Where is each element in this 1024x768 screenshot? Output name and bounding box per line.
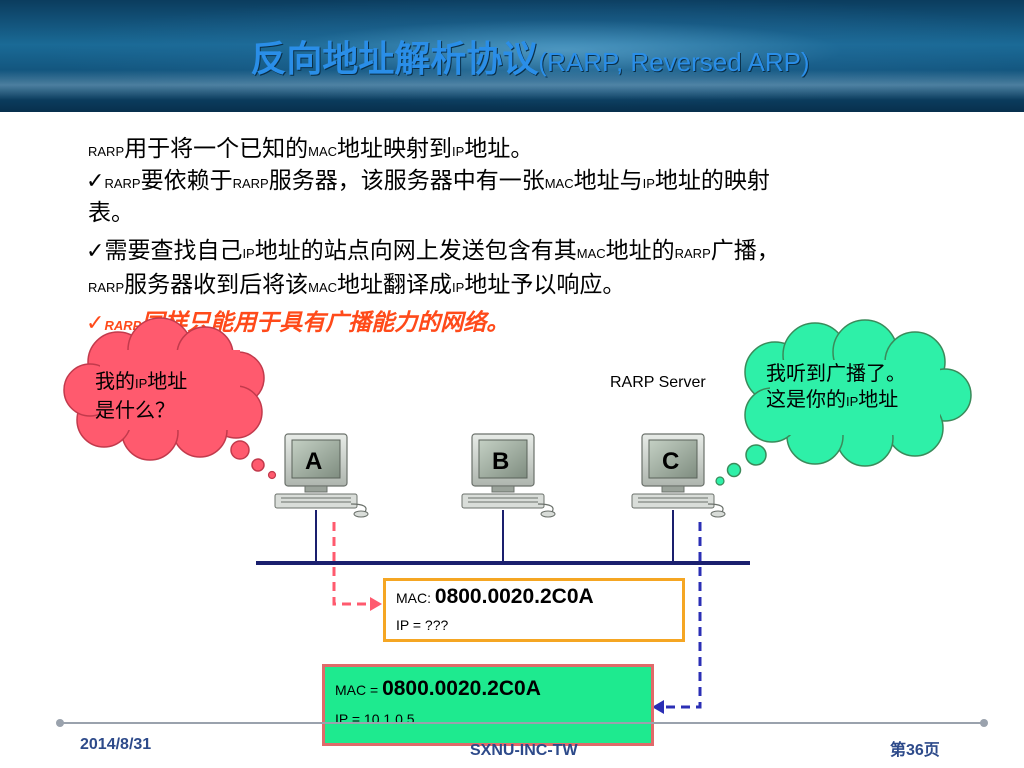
footer-page-number: 第36页 — [890, 742, 940, 759]
footer-divider — [60, 722, 984, 724]
check-icon: ✓ — [86, 169, 105, 194]
text: 地址的 — [605, 238, 675, 264]
request-mac-line: MAC: 0800.0020.2C0A — [396, 585, 594, 609]
slide-title: 反向地址解析协议(RARP, Reversed ARP) — [0, 30, 1024, 82]
computer-b-icon — [461, 433, 556, 518]
text: 我听到广播了。 — [766, 361, 906, 385]
mac-value: 0800.0020.2C0A — [382, 677, 541, 700]
header-light-streak — [0, 70, 1024, 100]
text: 需要查找自己 — [104, 238, 243, 264]
text-rarp: RARP — [104, 318, 142, 333]
text: 地址 — [858, 387, 899, 411]
footer-dot — [56, 719, 64, 727]
text: 要依赖于 — [140, 168, 233, 194]
text-ip: IP — [642, 176, 655, 191]
thought-dot — [267, 470, 277, 480]
text-mac: MAC — [544, 176, 574, 191]
text-rarp: RARP — [232, 176, 269, 191]
text: 地址的站点向网上发送包含有其 — [254, 238, 577, 264]
check-icon: ✓ — [86, 311, 105, 336]
host-label-b: B — [492, 448, 510, 475]
text-ip: IP — [846, 394, 859, 409]
host-label-a: A — [305, 448, 323, 475]
text: 地址的映射 — [654, 168, 770, 194]
reply-arrow — [652, 522, 702, 714]
bubble-left-text: 我的IP地址 是什么？ — [95, 368, 187, 423]
host-label-c: C — [662, 448, 680, 475]
request-ip-line: IP = ??? — [396, 617, 449, 633]
footer-dot — [980, 719, 988, 727]
text-rarp: RARP — [674, 246, 711, 261]
text-rarp: RARP — [104, 176, 141, 191]
thought-bubble-left — [63, 317, 277, 480]
text-mac: MAC — [576, 246, 606, 261]
reply-mac-line: MAC = 0800.0020.2C0A — [335, 677, 541, 701]
header-banner — [0, 0, 1024, 112]
text: 地址映射到 — [337, 136, 453, 162]
mac-label: MAC: — [396, 590, 435, 606]
text: 是什么？ — [95, 398, 175, 422]
thought-dot — [726, 462, 742, 478]
rarp-server-label: RARP Server — [610, 374, 706, 391]
thought-dot — [715, 476, 725, 486]
reply-packet-box: MAC = 0800.0020.2C0A IP = 10.1.0.5 — [322, 664, 654, 746]
text: 服务器收到后将该 — [124, 272, 309, 298]
bullet-line-1: RARP用于将一个已知的MAC地址映射到IP地址。 — [88, 134, 533, 167]
thought-dot — [230, 440, 250, 460]
text-mac: MAC — [308, 280, 338, 295]
check-icon: ✓ — [86, 239, 105, 264]
text: 地址予以响应。 — [464, 272, 626, 298]
bullet-line-4: RARP服务器收到后将该MAC地址翻译成IP地址予以响应。 — [88, 270, 625, 303]
mac-value: 0800.0020.2C0A — [434, 585, 594, 608]
text-ip: IP — [135, 376, 148, 391]
text: 这是你的 — [766, 387, 846, 411]
text: 地址与 — [573, 168, 643, 194]
computer-a-icon — [274, 433, 369, 518]
text: 广播， — [710, 238, 780, 264]
footer-date: 2014/8/31 — [80, 736, 152, 753]
bubble-right-text: 我听到广播了。 这是你的IP地址 — [766, 360, 906, 415]
thought-dot — [745, 444, 767, 466]
text: 表。 — [88, 200, 134, 226]
thought-bubble-right — [715, 319, 972, 486]
text: 地址。 — [464, 136, 534, 162]
request-arrow — [332, 522, 382, 611]
footer-center-text: SXNU-INC-TW — [470, 742, 578, 759]
thought-dot — [251, 458, 265, 472]
mac-label: MAC = — [335, 682, 383, 698]
reply-ip-line: IP = 10.1.0.5 — [335, 711, 415, 727]
text-rarp: RARP — [88, 280, 125, 295]
computer-c-icon — [631, 433, 726, 518]
bullet-line-2: ✓RARP要依赖于RARP服务器，该服务器中有一张MAC地址与IP地址的映射 — [86, 166, 770, 199]
text-rarp: RARP — [88, 144, 125, 159]
request-packet-box: MAC: 0800.0020.2C0A IP = ??? — [383, 578, 685, 642]
text: 用于将一个已知的 — [124, 136, 309, 162]
text-mac: MAC — [308, 144, 338, 159]
bullet-line-2-cont: 表。 — [88, 198, 134, 228]
text-ip: IP — [242, 246, 255, 261]
text: 我的 — [95, 369, 135, 393]
bullet-line-3: ✓需要查找自己IP地址的站点向网上发送包含有其MAC地址的RARP广播， — [86, 236, 780, 269]
text: 服务器，该服务器中有一张 — [268, 168, 545, 194]
text-ip: IP — [452, 280, 465, 295]
title-sub: (RARP, Reversed ARP) — [538, 47, 810, 77]
text: 地址 — [147, 369, 188, 393]
text-ip: IP — [452, 144, 465, 159]
title-main: 反向地址解析协议 — [250, 39, 539, 80]
text: 地址翻译成 — [337, 272, 453, 298]
